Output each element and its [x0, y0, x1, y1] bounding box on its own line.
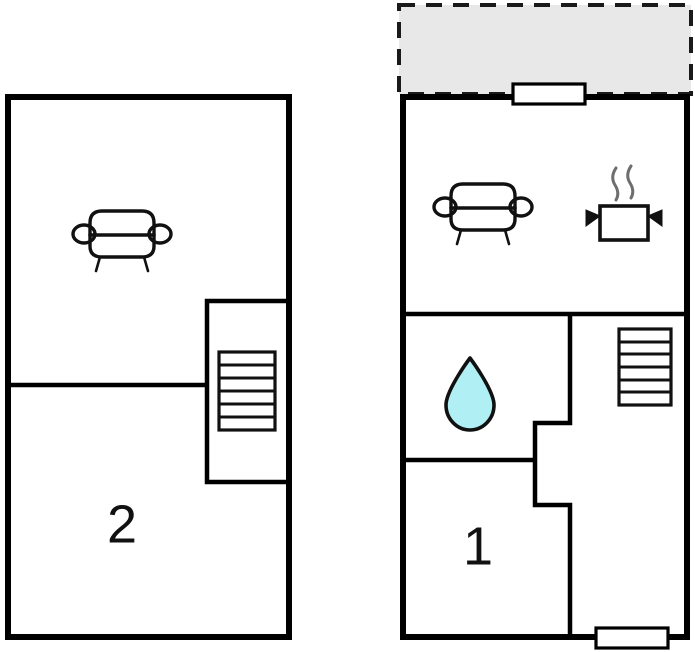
unit-1-room-number: 1: [463, 516, 493, 576]
unit-1-partition-vertical-zigzag: [532, 314, 573, 637]
unit-2-group: 2: [5, 94, 292, 640]
unit-2-stair-enclosure-wall: [204, 298, 289, 485]
unit-2-room-number: 2: [107, 494, 137, 554]
unit-1-group: 1: [397, 3, 693, 650]
unit-2-exterior-wall: [5, 94, 292, 640]
sofa-icon: [71, 209, 173, 273]
top-door-opening: [511, 82, 587, 106]
bottom-door-opening: [594, 626, 670, 650]
staircase-icon: [217, 350, 277, 432]
cooking-pot-icon: [585, 164, 663, 242]
staircase-icon: [617, 327, 673, 407]
sofa-icon: [432, 182, 534, 246]
water-drop-icon: [444, 356, 496, 432]
terrace-area: [397, 3, 693, 96]
